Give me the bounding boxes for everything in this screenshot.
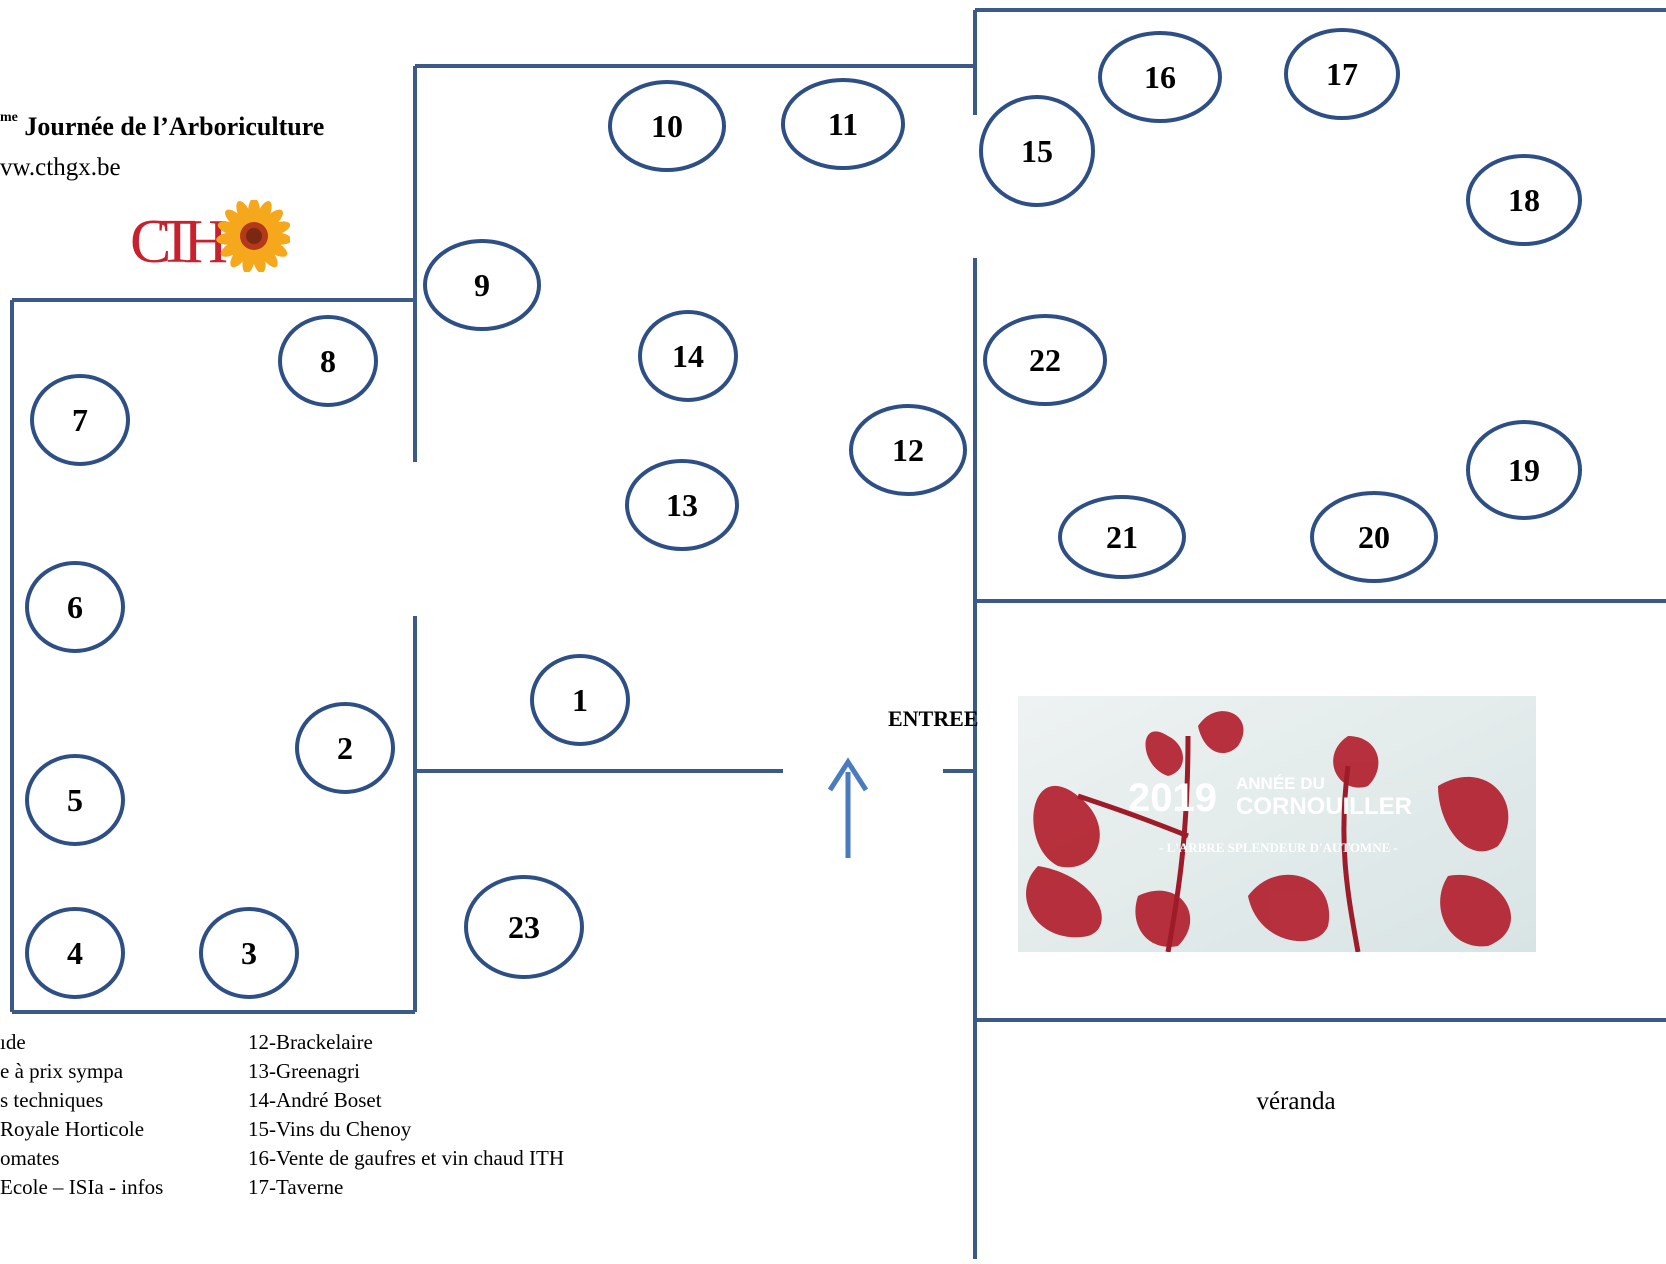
stand-marker-13	[625, 459, 739, 551]
stand-marker-5	[25, 754, 125, 846]
stand-marker-2	[295, 702, 395, 794]
stand-marker-4	[25, 907, 125, 999]
stand-marker-23	[464, 875, 584, 979]
stand-label-12: 12	[892, 432, 924, 468]
stand-marker-16	[1098, 31, 1222, 123]
stand-label-15: 15	[1021, 133, 1053, 169]
stand-label-6: 6	[67, 589, 83, 625]
stand-label-19: 19	[1508, 452, 1540, 488]
stand-marker-3	[199, 907, 299, 999]
banner-year: 2019	[1128, 776, 1217, 820]
legend-right-item: 17-Taverne	[248, 1175, 344, 1199]
legend-right-item: 15-Vins du Chenoy	[248, 1117, 412, 1141]
stand-marker-12	[849, 404, 967, 496]
stand-marker-19	[1466, 420, 1582, 520]
stand-label-8: 8	[320, 343, 336, 379]
stand-label-17: 17	[1326, 56, 1358, 92]
banner-line1: ANNÉE DU	[1236, 774, 1325, 793]
legend-left-item: Royale Horticole	[0, 1117, 145, 1141]
stand-label-20: 20	[1358, 519, 1390, 555]
stand-label-5: 5	[67, 782, 83, 818]
stand-marker-7	[30, 374, 130, 466]
stand-label-7: 7	[72, 402, 88, 438]
stand-label-9: 9	[474, 267, 490, 303]
banner-tagline: - L'ARBRE SPLENDEUR D'AUTOMNE -	[1159, 840, 1398, 855]
stand-label-10: 10	[651, 108, 683, 144]
stand-label-18: 18	[1508, 182, 1540, 218]
stand-label-3: 3	[241, 935, 257, 971]
legend-right-item: 13-Greenagri	[248, 1059, 360, 1083]
stand-label-23: 23	[508, 909, 540, 945]
entrance-label: ENTREE	[888, 706, 979, 731]
cornouiller-banner: 2019 ANNÉE DU CORNOUILLER - L'ARBRE SPLE…	[1018, 696, 1536, 952]
banner-line2: CORNOUILLER	[1236, 793, 1412, 820]
stand-marker-18	[1466, 154, 1582, 246]
stand-label-16: 16	[1144, 59, 1176, 95]
stand-marker-21	[1058, 495, 1186, 579]
legend-left-item: ıde	[0, 1030, 26, 1054]
stand-marker-6	[25, 561, 125, 653]
legend-left-item: Ecole – ISIa - infos	[0, 1175, 164, 1199]
stand-marker-22	[983, 314, 1107, 406]
stand-marker-8	[278, 315, 378, 407]
legend-right-item: 14-André Boset	[248, 1088, 382, 1112]
stand-label-21: 21	[1106, 519, 1138, 555]
stand-marker-15	[979, 95, 1095, 207]
legend-right-item: 12-Brackelaire	[248, 1030, 373, 1054]
arrow-up-icon	[827, 757, 869, 792]
legend-right-item: 16-Vente de gaufres et vin chaud ITH	[248, 1146, 565, 1170]
stand-label-22: 22	[1029, 342, 1061, 378]
stand-marker-20	[1310, 491, 1438, 583]
legend-left-item: s techniques	[0, 1088, 104, 1112]
stand-label-1: 1	[572, 682, 588, 718]
sunflower-icon	[216, 200, 290, 272]
logo-text: CTH	[130, 208, 228, 272]
stand-label-14: 14	[672, 338, 704, 374]
cth-logo: CTH	[130, 200, 290, 272]
stand-marker-9	[423, 239, 541, 331]
stand-marker-1	[530, 654, 630, 746]
event-title: me Journée de l’Arboriculture	[0, 110, 325, 141]
stand-marker-14	[638, 310, 738, 402]
stand-marker-10	[608, 80, 726, 172]
stand-label-2: 2	[337, 730, 353, 766]
stand-label-13: 13	[666, 487, 698, 523]
stand-marker-11	[781, 78, 905, 170]
stand-label-4: 4	[67, 935, 83, 971]
veranda-label: véranda	[1256, 1088, 1336, 1115]
website-url: vw.cthgx.be	[0, 154, 121, 181]
legend-left-item: omates	[0, 1146, 60, 1170]
stand-marker-17	[1284, 28, 1400, 120]
legend-left-item: e à prix sympa	[0, 1059, 124, 1083]
stand-label-11: 11	[828, 106, 858, 142]
